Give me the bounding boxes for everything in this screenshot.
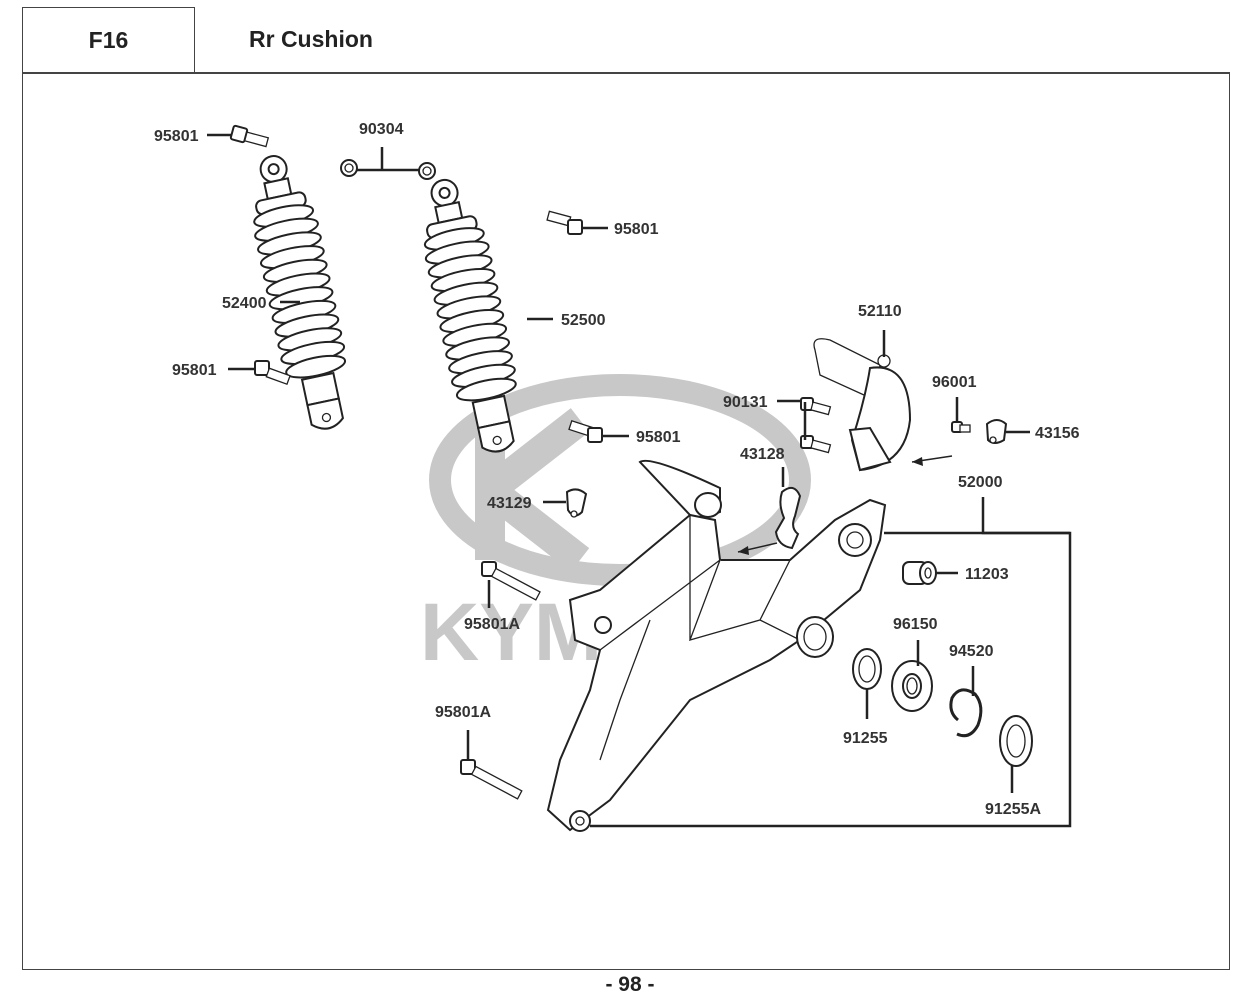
callout-52000: 52000 [958,474,1003,491]
callout-43128: 43128 [740,446,785,463]
callout-94520: 94520 [949,643,994,660]
bolt-95801-left-low[interactable] [254,360,291,386]
guard-52110[interactable] [813,338,912,472]
bolt-95801-top[interactable] [229,124,270,148]
callout-90131: 90131 [723,394,768,411]
bolt-95801a-upper[interactable] [481,561,541,601]
callout-95801-left-low: 95801 [172,362,217,379]
circlip-94520[interactable] [949,688,983,738]
clamp-43128[interactable] [774,486,802,550]
bearing-96150[interactable] [891,660,933,712]
callout-52110: 52110 [858,303,902,320]
callout-11203: 11203 [965,566,1009,583]
bolt-95801-right[interactable] [546,210,583,235]
callout-52400: 52400 [222,295,267,312]
clamp-43129[interactable] [565,488,588,518]
seal-91255[interactable] [852,648,882,690]
callout-95801-right: 95801 [614,221,659,238]
bolt-95801-mid[interactable] [568,419,603,443]
clamp-43156[interactable] [985,419,1008,444]
callout-43129: 43129 [487,495,532,512]
callout-91255a: 91255A [985,801,1041,818]
callout-91255: 91255 [843,730,888,747]
callout-96001: 96001 [932,374,977,391]
seal-91255a[interactable] [999,715,1033,767]
spring-coils [423,227,517,402]
bolt-96001[interactable] [951,421,971,433]
collar-90304-right[interactable] [418,162,436,180]
callout-96150: 96150 [893,616,938,633]
callout-95801a-lower: 95801A [435,704,491,721]
swing-arm[interactable] [546,459,887,832]
shock-absorber-right[interactable] [411,174,531,458]
page-number: - 98 - [605,973,655,996]
bolt-90131-upper[interactable] [800,397,832,416]
bush-11203[interactable] [902,561,937,585]
callout-95801-top: 95801 [154,128,199,145]
callout-95801-mid: 95801 [636,429,681,446]
diagram-frame [22,73,1230,970]
callout-43156: 43156 [1035,425,1080,442]
leader-lines [207,133,1072,828]
collar-90304-left[interactable] [340,159,358,177]
shock-absorber-left[interactable] [240,150,360,435]
page-title: Rr Cushion [194,7,1230,73]
bolt-95801a-lower[interactable] [460,759,523,800]
callout-52500: 52500 [561,312,606,329]
section-code: F16 [22,7,194,73]
spring-coils [253,204,347,379]
callout-90304: 90304 [359,121,404,138]
callout-95801a-upper: 95801A [464,616,520,633]
